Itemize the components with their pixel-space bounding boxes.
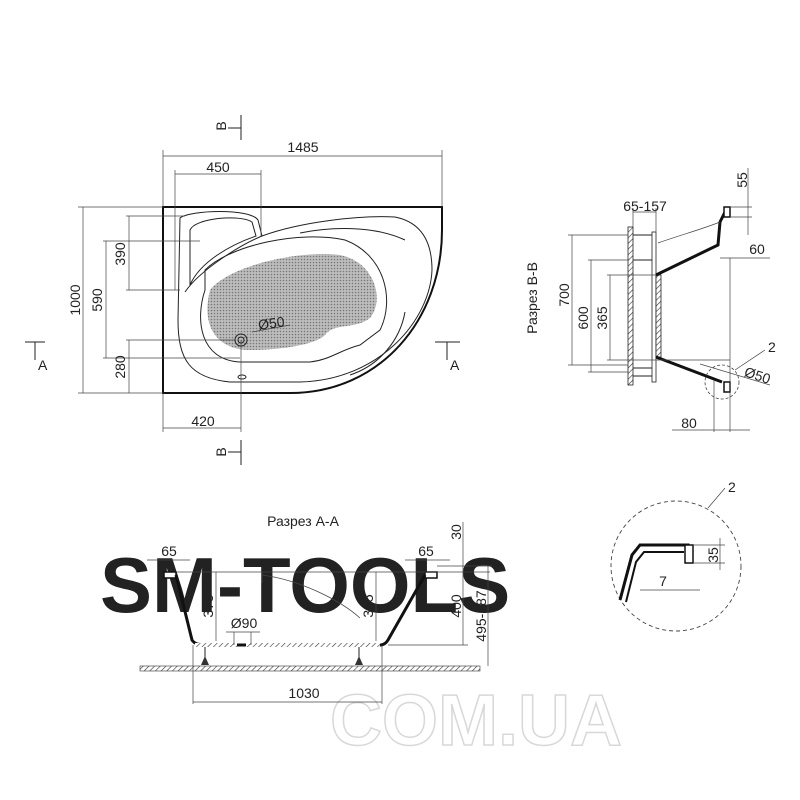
dim-600: 600 <box>575 306 591 330</box>
dim-700: 700 <box>556 283 572 307</box>
dim-400: 400 <box>448 594 464 618</box>
dim-495-587: 495-587 <box>473 590 489 642</box>
dim-420: 420 <box>191 413 215 429</box>
watermark-line1: SM-TOOLS <box>100 541 510 629</box>
dim-rim-right: 65 <box>418 543 434 559</box>
section-b-bottom: B <box>213 447 229 456</box>
section-bb: Разрез B-B 65-157 55 60 700 600 365 2 Ø5… <box>524 168 776 432</box>
dim-30: 30 <box>448 524 464 540</box>
bath-outline <box>162 206 443 394</box>
bath-rim-inner <box>177 211 433 383</box>
bath-basin <box>200 236 387 363</box>
watermark: SM-TOOLS COM.UA <box>100 541 623 762</box>
section-aa: Разрез A-A 65 65 30 375 Ø90 365 400 495-… <box>139 513 492 704</box>
drain-diameter: Ø50 <box>257 313 286 333</box>
dim-1030: 1030 <box>288 685 319 701</box>
section-a-right: A <box>450 357 460 373</box>
bath-floor-texture <box>207 254 377 350</box>
dim-65-157: 65-157 <box>623 198 667 214</box>
dim-375: 375 <box>200 594 216 618</box>
wall <box>627 226 634 386</box>
watermark-line2: COM.UA <box>330 681 622 761</box>
dim-35: 35 <box>705 547 721 563</box>
detail-2-callout: 2 <box>728 479 736 495</box>
overflow-icon <box>237 374 247 380</box>
dim-365: 365 <box>594 306 610 330</box>
dim-365-aa: 365 <box>360 594 376 618</box>
section-a-left: A <box>38 357 48 373</box>
dim-rim-left: 65 <box>161 543 177 559</box>
section-bb-title: Разрез B-B <box>524 262 540 334</box>
drain-diameter-aa: Ø90 <box>231 615 258 631</box>
drain-diameter-bb: Ø50 <box>742 364 772 387</box>
dim-80: 80 <box>681 415 697 431</box>
dim-width-total: 1485 <box>287 139 318 155</box>
dim-55: 55 <box>734 172 750 188</box>
detail-2: 2 35 7 <box>610 479 742 632</box>
dim-590: 590 <box>89 288 105 312</box>
section-aa-title: Разрез A-A <box>267 513 339 529</box>
detail-callout: 2 <box>768 339 776 355</box>
plan-view: 1485 450 1000 590 390 280 420 Ø50 A A B … <box>25 115 460 465</box>
section-b-top: B <box>213 121 229 130</box>
dim-7: 7 <box>659 573 667 589</box>
dim-280: 280 <box>112 355 128 379</box>
dim-seat-width: 450 <box>206 159 230 175</box>
dim-depth-total: 1000 <box>67 284 83 315</box>
dim-60: 60 <box>749 241 765 257</box>
dim-390: 390 <box>112 242 128 266</box>
floor <box>139 665 481 672</box>
